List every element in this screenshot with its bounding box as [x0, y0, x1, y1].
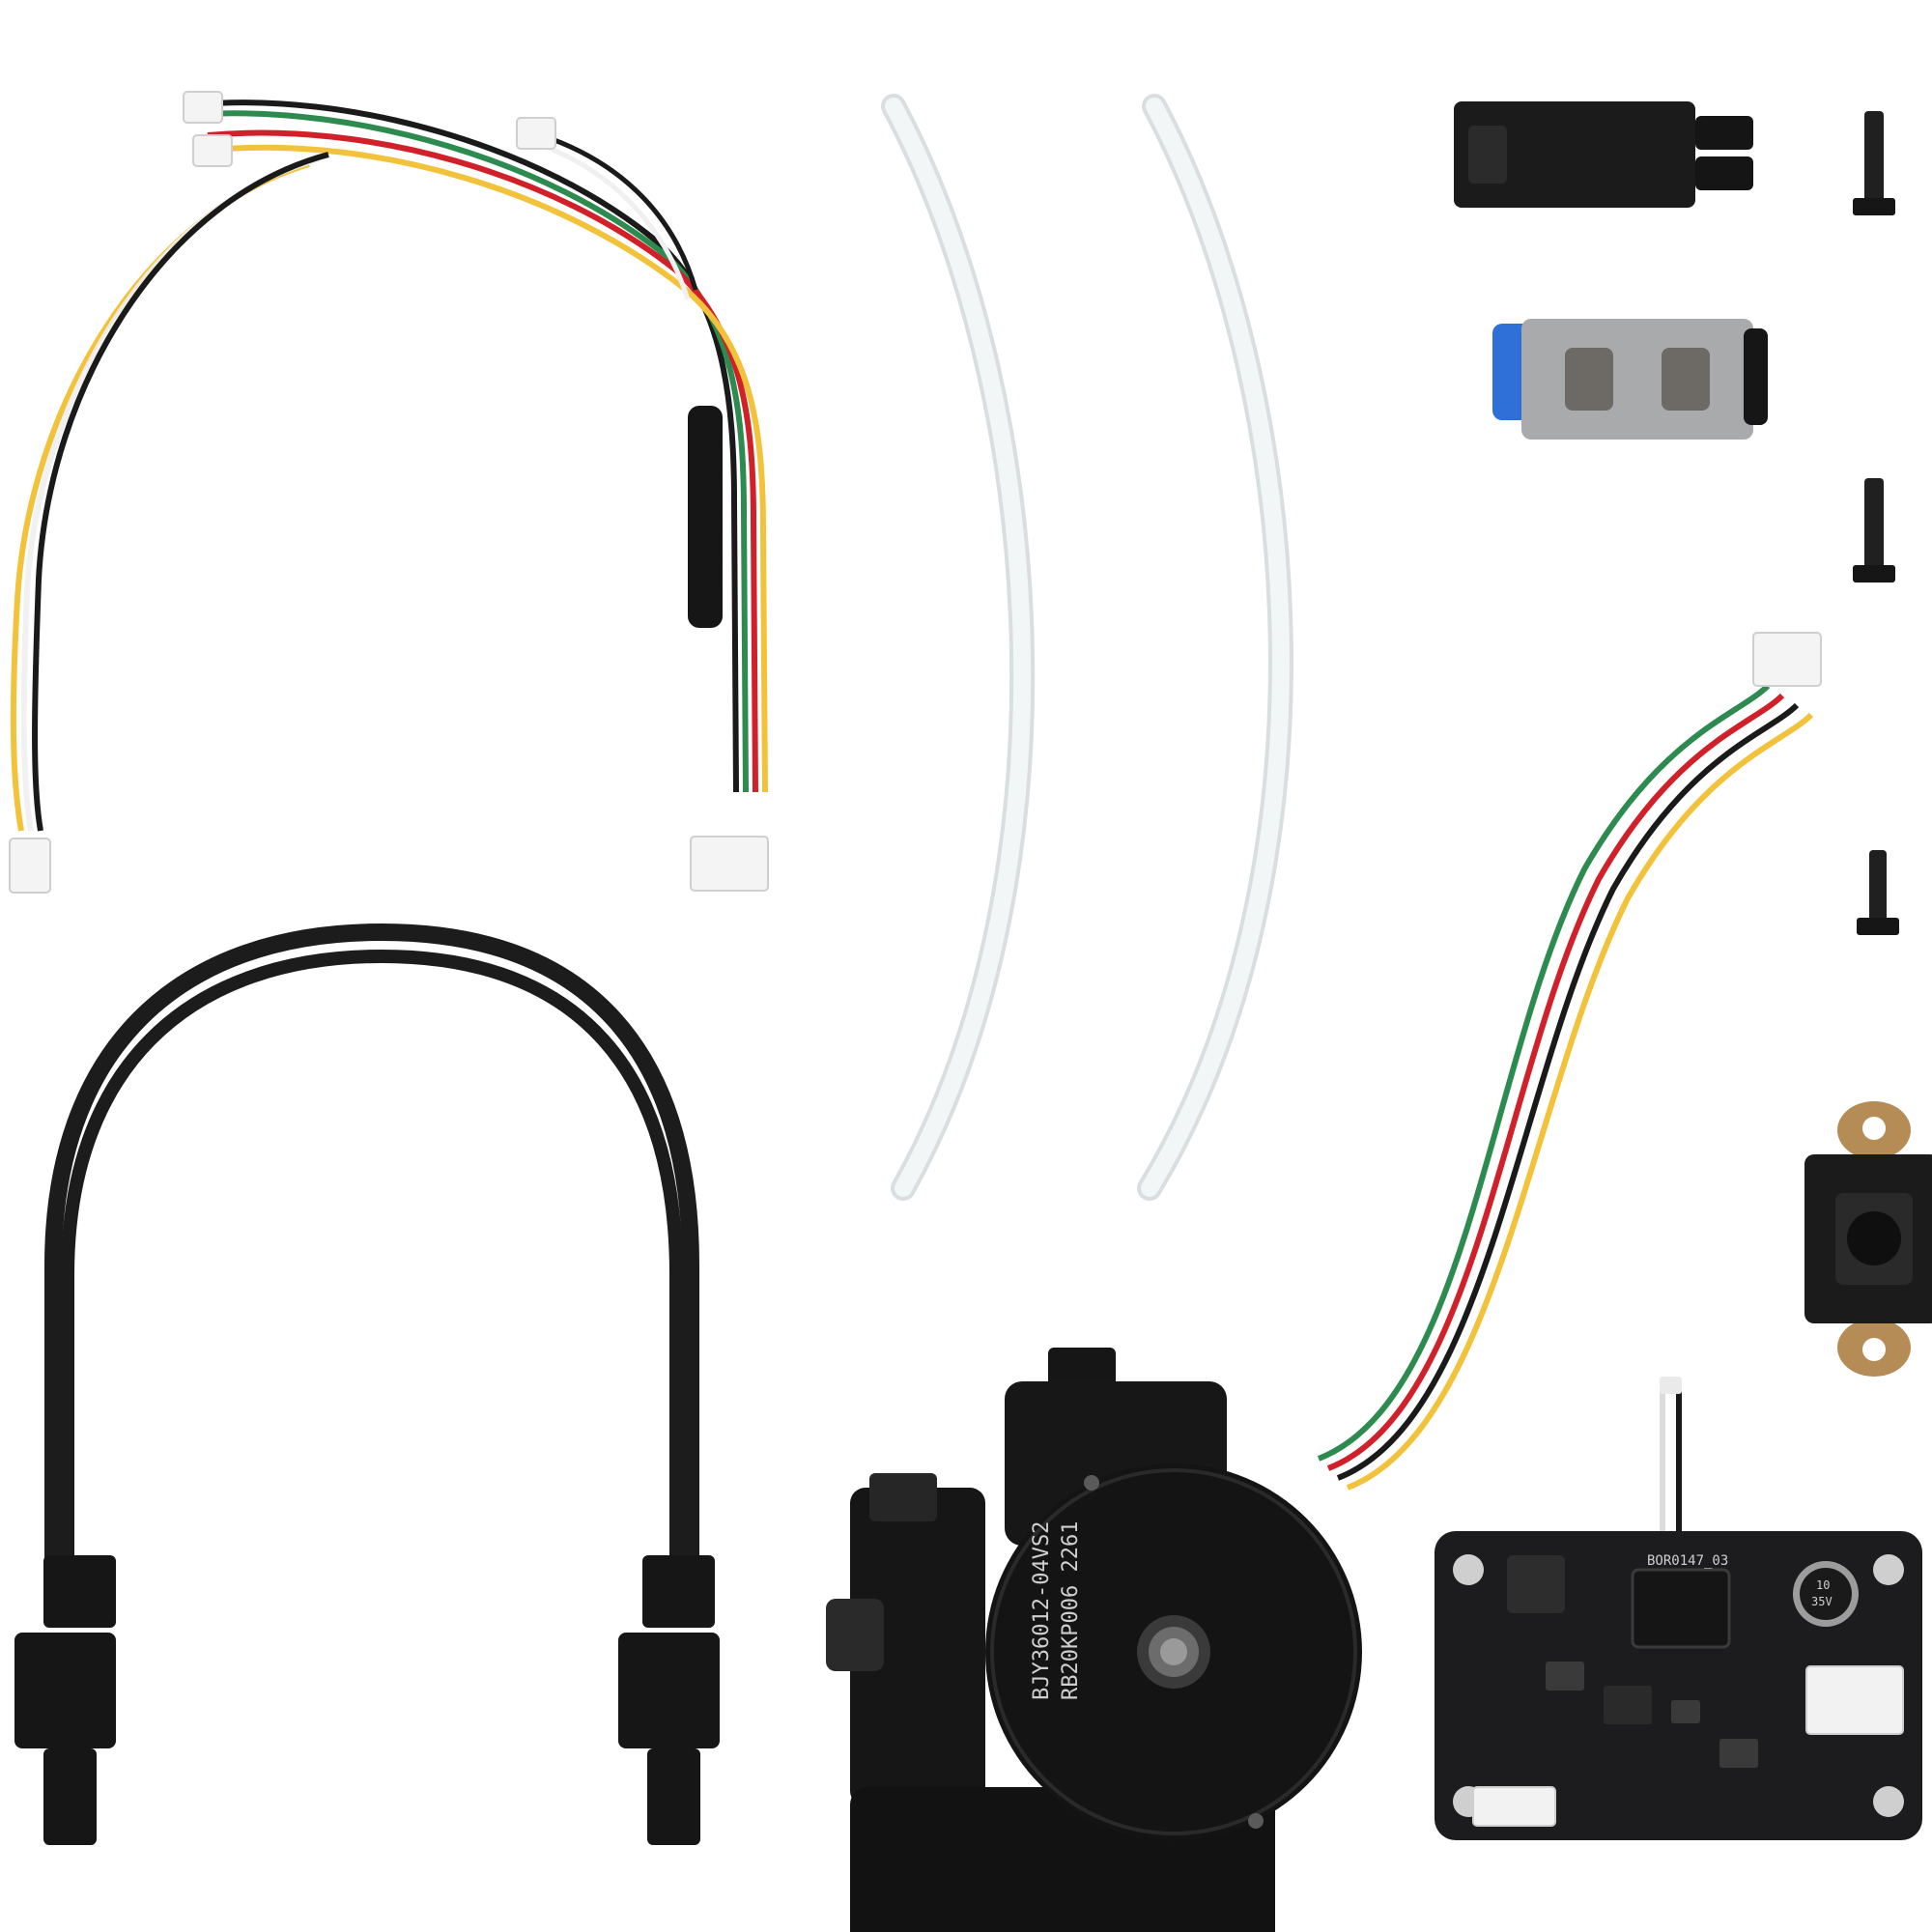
control-pcb: BOR0147_03 10 35V: [1435, 1377, 1922, 1840]
black-connector-block: [1454, 101, 1753, 208]
screw-2: [1853, 478, 1895, 582]
ptfe-tube-right: [1137, 94, 1293, 1201]
capacitor-label-1: 10: [1816, 1578, 1830, 1592]
black-power-cable: [14, 923, 720, 1845]
capacitor-label-2: 35V: [1811, 1595, 1833, 1608]
motor-wire-bundle: [1317, 632, 1822, 1491]
pneumatic-coupler: [1492, 319, 1768, 440]
tact-switch-module: [1804, 1101, 1932, 1377]
motor-label-line1: BJY36012-04VS2: [1030, 1521, 1054, 1700]
extruder-motor-assembly: BJY36012-04VS2 RB20KP006 2261: [826, 1348, 1362, 1932]
motor-label-line2: RB20KP006 2261: [1059, 1521, 1083, 1700]
ptfe-tube-left: [881, 94, 1036, 1201]
screw-3: [1857, 850, 1899, 935]
screw-1: [1853, 111, 1895, 215]
sensor-wire-harness: [9, 91, 769, 894]
board-label: BOR0147_03: [1647, 1553, 1728, 1569]
